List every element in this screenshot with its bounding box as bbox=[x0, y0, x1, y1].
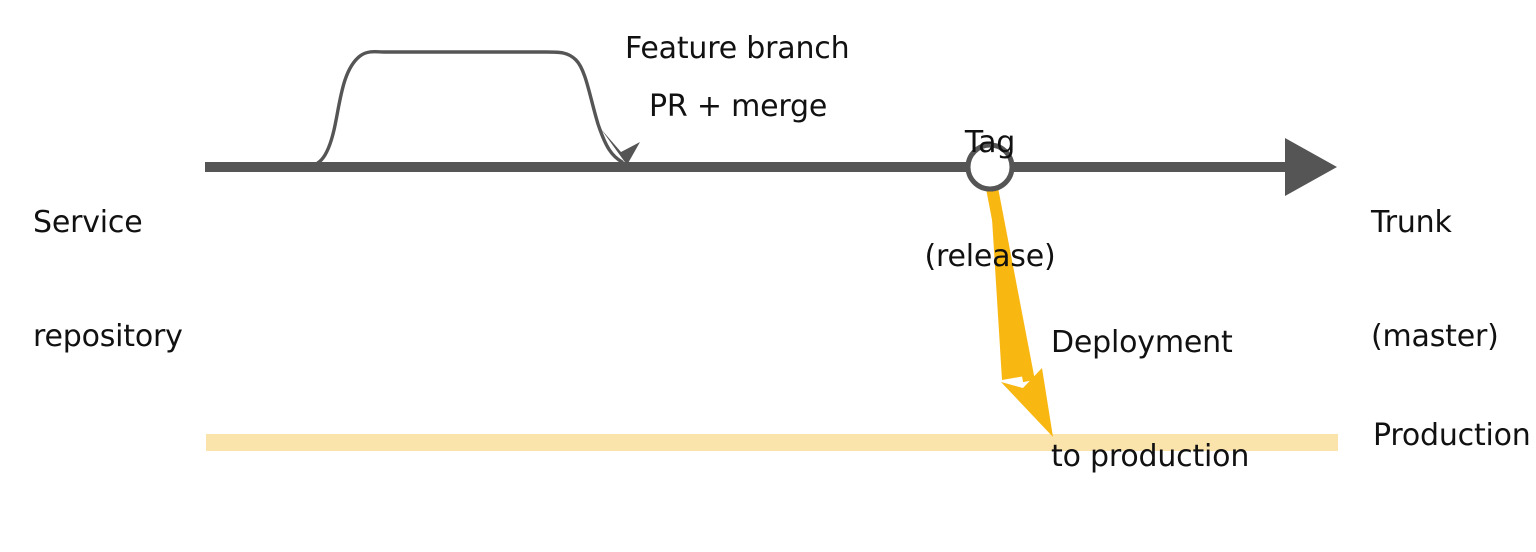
label-tag: Tag (release) bbox=[910, 48, 1070, 352]
trunk-timeline-arrow bbox=[205, 138, 1337, 196]
trunk-line-1: Trunk bbox=[1371, 205, 1452, 240]
diagram-svg bbox=[205, 49, 1338, 451]
label-pr-merge: PR + merge bbox=[649, 89, 828, 124]
label-service-repository: Service repository bbox=[33, 128, 183, 432]
trunk-line-2: (master) bbox=[1371, 319, 1499, 354]
merge-arrowhead bbox=[601, 129, 640, 165]
service-repository-line-1: Service bbox=[33, 205, 143, 240]
service-repository-line-2: repository bbox=[33, 319, 183, 354]
deployment-arrow bbox=[986, 186, 1053, 437]
tag-line-2: (release) bbox=[924, 239, 1056, 274]
tag-circle-marker[interactable] bbox=[965, 142, 1015, 192]
production-lane-bar bbox=[206, 434, 1338, 451]
deployment-line-1: Deployment bbox=[1051, 325, 1233, 360]
label-production: Production bbox=[1373, 418, 1531, 453]
feature-branch-curve bbox=[301, 49, 640, 169]
diagram-canvas: Service repository Feature branch PR + m… bbox=[33, 31, 1531, 474]
deployment-line-2: to production bbox=[1051, 439, 1250, 474]
tag-line-1: Tag bbox=[964, 125, 1016, 160]
label-trunk: Trunk (master) bbox=[1371, 128, 1499, 432]
label-deployment: Deployment to production bbox=[1051, 248, 1249, 552]
label-feature-branch: Feature branch bbox=[625, 31, 850, 66]
